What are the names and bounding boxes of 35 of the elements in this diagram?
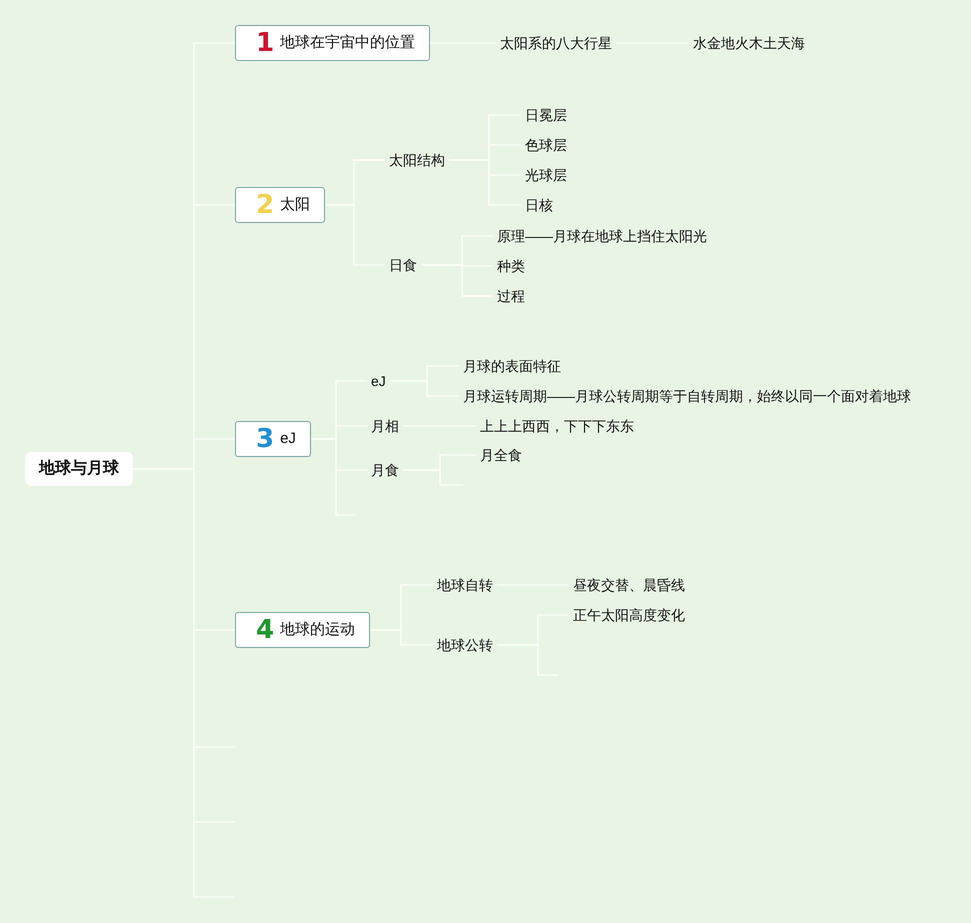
topic-number: 2 [256,190,274,220]
subtopic-label: 过程 [493,285,529,307]
topic-box [235,421,311,457]
subtopic-label: 月相 [367,415,403,437]
topic-number: 3 [256,424,274,454]
topic-box [235,612,370,648]
subtopic-label: 太阳结构 [385,149,449,171]
topic-label: 地球在宇宙中的位置 [280,34,416,52]
subtopic-label: 地球公转 [433,634,497,656]
topic-label: 太阳 [280,196,310,214]
subtopic-label: 月球的表面特征 [459,355,565,377]
subtopic-label: 月食 [367,459,403,481]
subtopic-label: 正午太阳高度变化 [569,604,689,626]
subtopic-label: 日食 [385,254,421,276]
subtopic-label: 种类 [493,255,529,277]
subtopic-label: 水金地火木土天海 [689,32,809,54]
topic-box [235,187,326,223]
subtopic-label: 日核 [521,194,557,216]
topic-box [235,25,430,61]
subtopic-label: 日冕层 [521,104,571,126]
subtopic-label: 地球自转 [433,574,497,596]
topic-label: 地球的运动 [280,621,356,638]
subtopic-label: 月全食 [476,444,526,466]
subtopic-label: 色球层 [521,134,571,156]
subtopic-label: eJ [367,370,390,392]
topic-label: eJ [280,430,296,448]
subtopic-label: 光球层 [521,164,571,186]
topic-number: 4 [256,615,274,646]
subtopic-label: 月球运转周期——月球公转周期等于自转周期，始终以同一个面对着地球 [459,385,915,407]
central-topic: 地球与月球 [25,452,133,486]
topic-number: 1 [256,28,274,58]
subtopic-label: 太阳系的八大行星 [496,32,616,54]
subtopic-label: 上上上西西，下下下东东 [476,415,638,437]
subtopic-label: 原理——月球在地球上挡住太阳光 [493,225,711,247]
subtopic-label: 昼夜交替、晨昏线 [569,574,689,596]
